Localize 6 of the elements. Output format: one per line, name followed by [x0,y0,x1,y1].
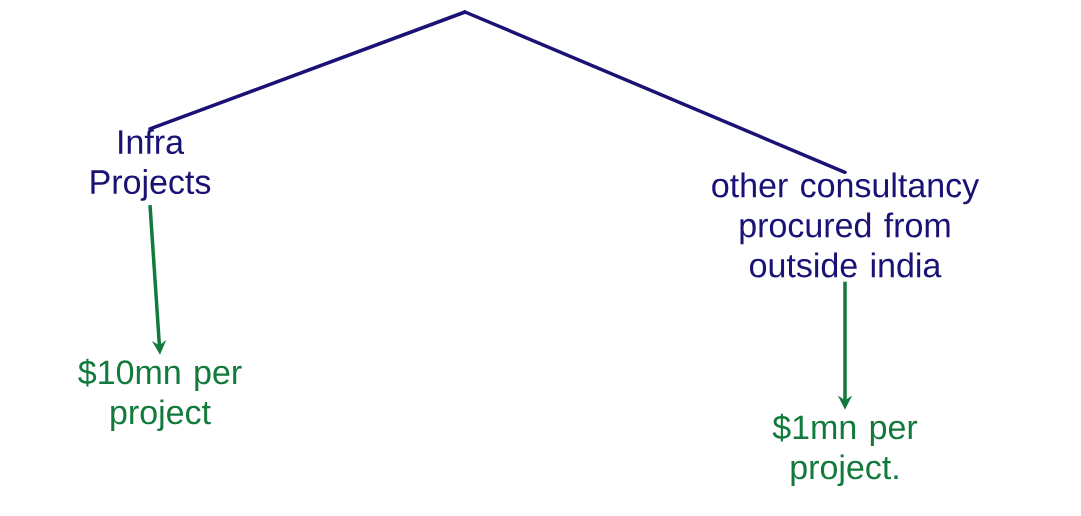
branch-line [148,10,467,131]
handwritten-text: $1mn per project. [772,413,918,487]
handwritten-text: Infra Projects [91,129,211,201]
handwritten-text: other consultancy procured from outside india [712,172,980,278]
handwritten-text: $10mn per project [78,358,242,432]
branch-line [463,10,847,175]
